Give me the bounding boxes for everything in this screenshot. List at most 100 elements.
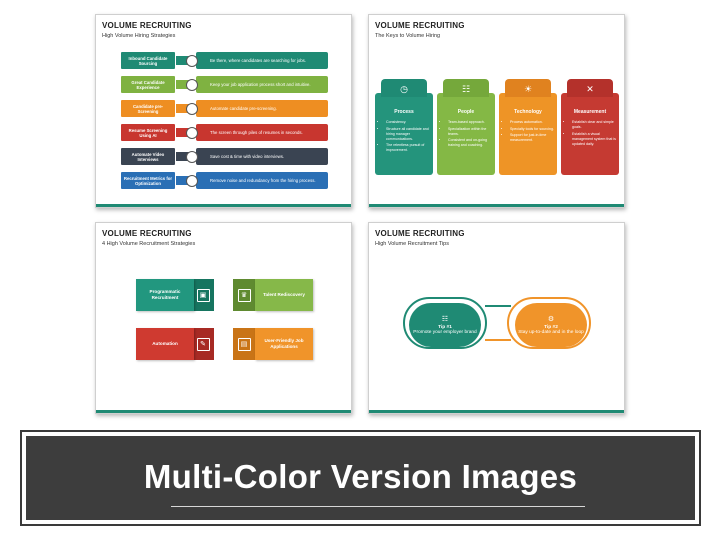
banner-frame: Multi-Color Version Images [20, 430, 701, 526]
strategy-description: Remove noise and redundancy from the hir… [196, 172, 328, 189]
key-column-bullets: Team-based approach. Specialization withi… [440, 120, 493, 150]
slide-accent-line [96, 204, 351, 207]
monitor-icon: ▣ [196, 288, 210, 302]
slide-thumbnail-high-volume-hiring[interactable]: VOLUME RECRUITING High Volume Hiring Str… [95, 14, 352, 208]
strategy-description: Keep your job application process short … [196, 76, 328, 93]
strategy-label: Recruitment Metrics for Optimization [120, 171, 176, 190]
connector-node-icon [186, 79, 198, 91]
key-column-cap [505, 79, 551, 97]
tile-icon-panel: ✎ [192, 328, 214, 360]
bullet-item: Support for just-in-time measurement. [510, 133, 555, 143]
bullet-item: Specialization within the teams. [448, 127, 493, 137]
banner-title: Multi-Color Version Images [143, 458, 578, 495]
connector-node-icon [186, 151, 198, 163]
key-column-body [437, 93, 495, 175]
slide-title: VOLUME RECRUITING [375, 21, 465, 30]
connector-node-icon [186, 55, 198, 67]
tip-text: Promote your employer brand [413, 329, 477, 335]
strategy-description: Save cost & time with video interviews. [196, 148, 328, 165]
strategy-tile: ▤ User-Friendly Job Applications [233, 328, 313, 360]
people-icon: ☷ [461, 83, 471, 94]
key-column-title: People [457, 109, 475, 115]
bullet-item: Structure all candidate and hiring manag… [386, 127, 431, 142]
bullet-item: Establish a visual management system tha… [572, 132, 617, 147]
slide-subtitle: 4 High Volume Recruitment Strategies [102, 241, 196, 247]
key-column-bullets: Establish clear and simple goals. Establi… [564, 120, 617, 148]
key-column-title: Process [394, 109, 414, 115]
strategy-row: Be there, where candidates are searching… [120, 51, 328, 70]
tips-connector [485, 305, 511, 341]
slide-thumbnail-keys-volume-hiring[interactable]: VOLUME RECRUITING The Keys to Volume Hir… [368, 14, 625, 208]
slide-subtitle: High Volume Recruitment Tips [375, 241, 449, 247]
tile-icon-panel: ♛ [233, 279, 255, 311]
tile-icon-panel: ▤ [233, 328, 255, 360]
tile-icon-panel: ▣ [192, 279, 214, 311]
slide-thumbnail-4-strategies[interactable]: VOLUME RECRUITING 4 High Volume Recruitm… [95, 222, 352, 414]
bullet-item: Team-based approach. [448, 120, 493, 125]
slide-accent-line [369, 204, 624, 207]
slide-subtitle: High Volume Hiring Strategies [102, 33, 176, 39]
trophy-icon: ♛ [237, 288, 251, 302]
strategy-row: Remove noise and redundancy from the hir… [120, 171, 328, 190]
gear-icon: ⚙ [547, 315, 555, 323]
key-column-cap [443, 79, 489, 97]
key-column-measurement: ✕MeasurementEstablish clear and simple g… [561, 79, 619, 175]
strategy-tile: ♛ Talent Rediscovery [233, 279, 313, 311]
slide-title: VOLUME RECRUITING [102, 21, 192, 30]
key-column-bullets: Consistency. Structure all candidate and … [378, 120, 431, 155]
strategy-description: Automate candidate pre-screening. [196, 100, 328, 117]
strategy-label: Great Candidate Experience [120, 75, 176, 94]
banner-underline [171, 506, 585, 507]
strategy-description: Be there, where candidates are searching… [196, 52, 328, 69]
slide-thumbnail-recruitment-tips[interactable]: VOLUME RECRUITING High Volume Recruitmen… [368, 222, 625, 414]
clock-icon: ◷ [400, 83, 408, 94]
people-icon: ☷ [441, 315, 449, 323]
key-column-body [561, 93, 619, 175]
slide-accent-line [96, 410, 351, 413]
tile-label: Automation [136, 328, 194, 360]
strategy-tile: ✎Automation [136, 328, 214, 360]
strategy-description: The screen through piles of resumes in s… [196, 124, 328, 141]
strategy-row: Save cost & time with video interviews. A… [120, 147, 328, 166]
tip-title: Tip #1 [438, 324, 452, 330]
key-column-title: Technology [514, 109, 542, 115]
slide-title: VOLUME RECRUITING [375, 229, 465, 238]
bullet-item: Consistent and on-going training and coa… [448, 138, 493, 148]
key-column-technology: ☀TechnologyProcess automation.Specialty … [499, 79, 557, 175]
tools-icon: ✕ [586, 83, 594, 94]
strategy-row: Automate candidate pre-screening. Candida… [120, 99, 328, 118]
key-column-process: ◷ ProcessConsistency. Structure all candid… [375, 79, 433, 175]
strategy-tile: ▣Programmatic Recruitment [136, 279, 214, 311]
slide-accent-line [369, 410, 624, 413]
strategy-label: Resume Screening Using AI [120, 123, 176, 142]
bullet-item: Establish clear and simple goals. [572, 120, 617, 130]
bullet-item: Process automation. [510, 120, 555, 125]
connector-node-icon [186, 103, 198, 115]
strategy-row: The screen through piles of resumes in s… [120, 123, 328, 142]
strategy-label: Candidate pre-Screening [120, 99, 176, 118]
bullet-item: The relentless pursuit of improvement. [386, 143, 431, 153]
key-column-body [499, 93, 557, 175]
key-column-bullets: Process automation. Specialty tools for s… [502, 120, 555, 145]
slide-title: VOLUME RECRUITING [102, 229, 192, 238]
bullet-item: Specialty tools for sourcing. [510, 127, 555, 132]
tip-text: Stay up-to-date and in the loop [518, 329, 584, 335]
strategy-label: Automate Video Interviews [120, 147, 176, 166]
slide-subtitle: The Keys to Volume Hiring [375, 33, 441, 39]
banner: Multi-Color Version Images [26, 436, 695, 520]
tile-label: User-Friendly Job Applications [255, 328, 313, 360]
strategy-row: Keep your job application process short … [120, 75, 328, 94]
tip-title: Tip #2 [544, 324, 558, 330]
tile-label: Programmatic Recruitment [136, 279, 194, 311]
connector-node-icon [186, 127, 198, 139]
connector-node-icon [186, 175, 198, 187]
strategy-label: Inbound Candidate Sourcing [120, 51, 176, 70]
key-column-body [375, 93, 433, 175]
document-icon: ▤ [237, 337, 251, 351]
bullet-item: Consistency. [386, 120, 431, 125]
tile-label: Talent Rediscovery [255, 279, 313, 311]
